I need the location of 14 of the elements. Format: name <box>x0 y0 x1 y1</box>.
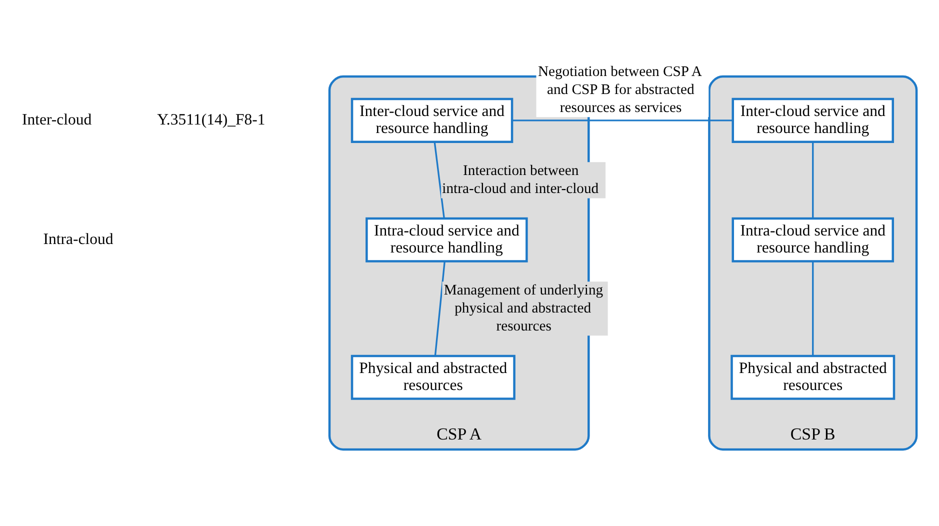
connector <box>512 120 733 122</box>
connector <box>812 262 814 356</box>
connector <box>434 261 446 356</box>
connector <box>812 142 814 218</box>
node-box: Intra-cloud service and resource handling <box>732 217 894 262</box>
label: Y.3511(14)_F8-1 <box>157 112 266 129</box>
label: Inter-cloud <box>22 112 92 129</box>
node-box: Physical and abstracted resources <box>350 354 516 400</box>
connector <box>434 142 445 218</box>
node-box: Inter-cloud service and resource handling <box>350 98 514 143</box>
node-box: Physical and abstracted resources <box>730 354 896 400</box>
label: Intra-cloud <box>43 231 114 248</box>
node-box: Intra-cloud service and resource handling <box>366 217 528 262</box>
node-box: Inter-cloud service and resource handling <box>732 98 894 143</box>
